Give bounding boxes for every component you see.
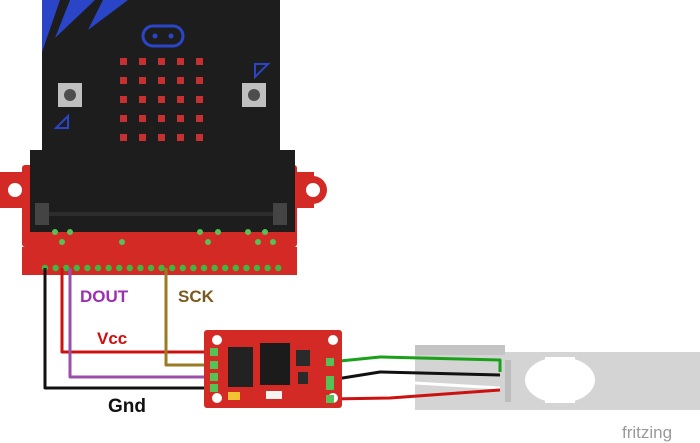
header-pin — [137, 264, 144, 272]
led — [158, 58, 165, 65]
led — [139, 77, 146, 84]
button-b-icon[interactable] — [242, 63, 271, 107]
sck-label: SCK — [178, 287, 215, 306]
via — [255, 239, 261, 245]
header-pin — [253, 264, 261, 272]
header-pin — [62, 264, 70, 272]
gnd-label: Gnd — [108, 396, 146, 417]
led — [139, 58, 146, 65]
led — [158, 134, 165, 141]
hx-pin — [326, 358, 334, 366]
via — [215, 229, 221, 235]
header-pin — [169, 264, 176, 272]
led — [177, 96, 184, 103]
led — [177, 115, 184, 122]
hx-pin — [210, 373, 218, 381]
via — [52, 229, 58, 235]
header-pin — [126, 264, 133, 272]
hx-pin — [210, 361, 218, 369]
led — [177, 134, 184, 141]
led — [120, 77, 127, 84]
header-pin — [116, 264, 123, 272]
led — [177, 77, 184, 84]
connector-vias — [52, 229, 276, 245]
wire-lc-white — [329, 379, 501, 390]
vcc-label: Vcc — [97, 329, 127, 348]
led — [139, 134, 146, 141]
header-pin — [243, 264, 250, 272]
led — [177, 58, 184, 65]
led — [196, 77, 203, 84]
led — [120, 58, 127, 65]
header-pin — [147, 264, 155, 272]
header-pin — [105, 264, 112, 272]
via — [197, 229, 203, 235]
header-pin — [179, 264, 186, 272]
header-pin — [222, 264, 229, 272]
header-pin — [52, 264, 59, 272]
header-pin — [200, 264, 208, 272]
led — [196, 58, 203, 65]
hx-pin — [326, 376, 334, 384]
header-pins — [41, 264, 282, 272]
header-pin — [275, 264, 282, 272]
wire-lc-black — [329, 370, 501, 382]
load-cell — [415, 345, 700, 410]
wires — [43, 268, 502, 401]
header-pin — [158, 264, 165, 272]
led — [158, 115, 165, 122]
wire-lc-green — [329, 355, 502, 372]
led-matrix — [120, 58, 203, 141]
microbit-logo-icon — [141, 24, 185, 48]
led — [158, 77, 165, 84]
header-pin — [211, 264, 218, 272]
header-pin — [190, 264, 197, 272]
hx-pin — [326, 395, 334, 403]
header-pin — [73, 264, 81, 272]
via — [262, 229, 268, 235]
led — [196, 96, 203, 103]
hx-pin — [326, 382, 334, 390]
header-pin — [264, 264, 271, 272]
led — [139, 115, 146, 122]
wire-dout — [68, 268, 214, 379]
led — [120, 115, 127, 122]
via — [67, 229, 73, 235]
via — [119, 239, 125, 245]
via — [205, 239, 211, 245]
button-a-icon[interactable] — [53, 83, 82, 129]
led — [196, 134, 203, 141]
header-pin — [94, 264, 102, 272]
fritzing-watermark: fritzing — [622, 423, 672, 442]
led — [158, 96, 165, 103]
led — [139, 96, 146, 103]
wire-lc-red — [329, 388, 501, 401]
hx-pin — [210, 348, 218, 356]
header-pin — [84, 264, 91, 272]
dout-label: DOUT — [80, 287, 129, 306]
via — [59, 239, 65, 245]
hx711-board — [204, 330, 342, 408]
hx-pin — [210, 384, 218, 392]
wire-vcc — [60, 268, 214, 354]
wire-gnd — [43, 268, 214, 390]
led — [120, 134, 127, 141]
header-pin — [232, 264, 239, 272]
wire-sck — [164, 268, 214, 367]
breakout-board — [0, 150, 327, 275]
via — [245, 229, 251, 235]
led — [196, 115, 203, 122]
via — [270, 239, 276, 245]
microbit-board — [42, 0, 280, 150]
led — [120, 96, 127, 103]
